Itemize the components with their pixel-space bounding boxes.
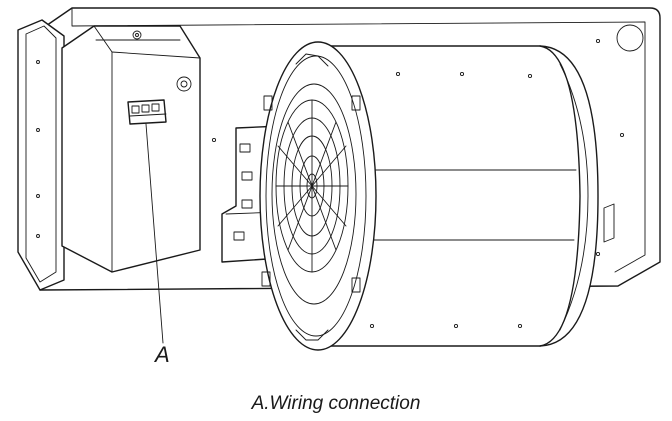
blower-housing [317,45,599,347]
electrical-box [61,25,201,273]
wiring-connector [127,99,167,125]
figure-caption: A.Wiring connection [251,393,421,414]
left-flange [17,19,65,291]
fan-grille [275,99,349,273]
callout-leader-line [145,123,164,344]
fan-face [259,41,377,351]
callout-label-a: A [155,342,170,367]
